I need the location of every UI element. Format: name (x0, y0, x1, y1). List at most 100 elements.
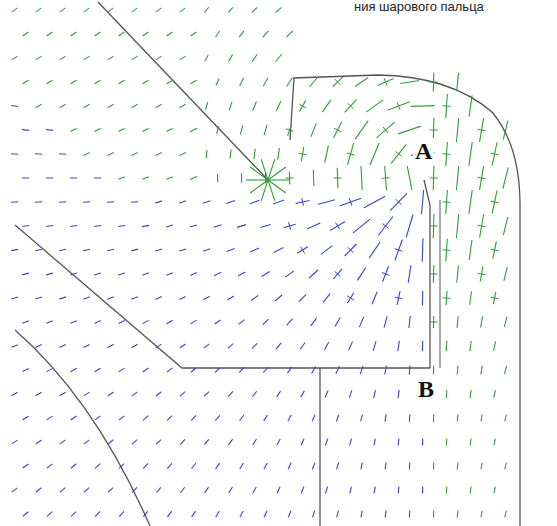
vector-arrow (398, 341, 400, 351)
vector-arrow (309, 270, 318, 278)
vector-arrow (361, 166, 362, 190)
vector-arrow (228, 7, 233, 12)
vector-arrow (119, 32, 125, 36)
vector-arrow (47, 416, 53, 420)
vector-arrow (398, 126, 421, 134)
vector-arrow (347, 293, 353, 304)
cross-mark (491, 201, 499, 203)
vector-arrow (131, 297, 137, 300)
vector-arrow (385, 463, 387, 470)
vector-arrow (35, 153, 42, 154)
vector-arrow (456, 166, 458, 190)
cross-mark (349, 198, 352, 206)
vector-arrow (457, 414, 459, 421)
vector-arrow (107, 104, 113, 107)
vector-arrow (340, 198, 361, 206)
vector-arrow (504, 267, 507, 281)
vector-arrow (505, 366, 507, 374)
vector-arrow (70, 128, 76, 131)
vector-arrow (250, 200, 260, 203)
vector-arrow (118, 273, 125, 275)
vector-arrow (179, 249, 186, 251)
vector-arrow (361, 511, 362, 518)
vector-arrow (470, 487, 472, 494)
vector-arrow (312, 367, 316, 374)
vector-arrow (156, 8, 162, 12)
vector-arrow (167, 511, 171, 517)
vector-arrow (505, 463, 507, 470)
vector-arrow (107, 201, 114, 203)
vector-arrow (359, 317, 363, 327)
vector-arrow (107, 153, 113, 156)
vector-arrow (494, 390, 496, 398)
vector-arrow (335, 318, 340, 327)
vector-arrow (108, 488, 113, 493)
vector-arrow (47, 464, 53, 468)
cross-mark (299, 153, 307, 154)
cross-mark (334, 128, 341, 132)
vector-arrow (318, 200, 335, 205)
vector-arrow (118, 128, 124, 131)
vector-arrow (11, 201, 18, 203)
cross-mark (478, 225, 486, 226)
vector-arrow (230, 149, 232, 158)
vector-arrow (313, 170, 315, 186)
vector-arrow (143, 416, 148, 421)
vector-arrow (238, 272, 246, 276)
vector-arrow (60, 56, 66, 60)
vector-arrow (239, 367, 244, 372)
vector-arrow (263, 319, 269, 325)
vector-arrow (107, 249, 114, 251)
vector-arrow (180, 487, 184, 493)
vector-arrow (385, 414, 386, 421)
vector-arrow (84, 8, 90, 12)
vector-arrow (94, 321, 100, 324)
vector-arrow (390, 193, 407, 210)
vector-arrow (287, 367, 291, 373)
vector-arrow (119, 416, 124, 420)
vector-arrow (239, 320, 245, 325)
vector-arrow (263, 367, 268, 373)
vector-arrow (372, 292, 377, 304)
vector-arrow (408, 265, 411, 283)
vector-arrow (217, 126, 219, 134)
vector-arrow (382, 266, 388, 282)
vector-arrow (156, 392, 161, 396)
vector-arrow (156, 56, 162, 60)
vector-arrow (71, 512, 76, 517)
vector-arrow (229, 439, 233, 445)
vector-arrow (203, 249, 210, 252)
vector-arrow (433, 463, 434, 470)
cross-mark (384, 78, 387, 85)
vector-arrow (261, 159, 268, 180)
vector-arrow (46, 177, 53, 178)
boundary-line (424, 180, 430, 368)
vector-arrow (46, 225, 53, 227)
vector-arrow (446, 390, 448, 398)
vector-arrow (374, 487, 375, 494)
vector-arrow (387, 102, 409, 111)
vector-arrows (11, 7, 508, 517)
vector-arrow (59, 345, 65, 348)
vector-arrow (288, 463, 291, 469)
vector-arrow (446, 341, 448, 351)
vector-arrow (422, 341, 423, 351)
vector-arrow (215, 320, 221, 324)
vector-arrow (107, 297, 114, 300)
vector-arrow (333, 122, 341, 138)
vector-arrow (205, 55, 208, 61)
cross-mark (491, 297, 499, 299)
vector-arrow (494, 341, 496, 350)
vector-arrow (503, 121, 508, 140)
vector-arrow (191, 32, 197, 36)
vector-arrow (288, 415, 291, 421)
cross-mark (430, 321, 438, 322)
vector-arrow (35, 104, 41, 107)
vector-arrow (84, 488, 89, 493)
vector-arrow (71, 32, 77, 36)
vector-arrow (457, 265, 459, 282)
cross-mark (382, 273, 389, 276)
vector-arrow (203, 201, 211, 204)
vector-arrow (95, 511, 100, 516)
